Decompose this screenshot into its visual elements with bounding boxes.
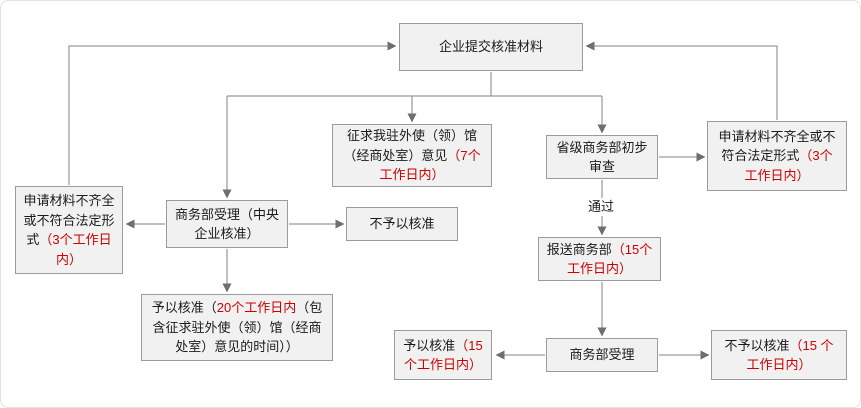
node-submit-materials: 企业提交核准材料 — [399, 23, 583, 71]
edge-left-incomplete-to-submit — [68, 41, 397, 185]
edge-right-incomplete-to-submit — [585, 41, 778, 120]
node-no-approval-central: 不予以核准 — [346, 207, 458, 241]
node-text-red: （3个工作日内） — [744, 148, 833, 183]
node-text-red: （3个工作日内） — [39, 232, 112, 267]
node-text: （包含征求驻外使（领）馆（经商处室）意见的时间）） — [152, 300, 323, 355]
node-text: 申请材料不齐全或不符合法定形式 — [23, 193, 115, 247]
node-approval-central: 予以核准（20个工作日内（包含征求驻外使（领）馆（经商处室）意见的时间）） — [141, 294, 333, 361]
node-mofcom-acceptance: 商务部受理 — [546, 338, 658, 372]
node-text: 报送商务部 — [546, 241, 612, 257]
node-text: 征求我驻外使（领）馆（经商处室）意见 — [343, 128, 477, 163]
node-consult-embassy: 征求我驻外使（领）馆（经商处室）意见（7个工作日内） — [332, 124, 492, 187]
node-text: 不予以核准 — [724, 337, 790, 353]
node-text-red: （15个工作日内） — [566, 241, 653, 277]
node-text-red: （7个工作日内） — [379, 147, 481, 183]
node-text: 不予以核准 — [369, 216, 435, 232]
edge-label-pass: 通过 — [579, 198, 623, 216]
node-left-incomplete-materials: 申请材料不齐全或不符合法定形式（3个工作日内） — [15, 186, 123, 274]
node-mofcom-central-acceptance: 商务部受理（中央企业核准） — [166, 200, 288, 248]
node-approval-local: 予以核准（15 个工作日内） — [394, 330, 492, 380]
node-submit-to-mofcom: 报送商务部（15个工作日内） — [538, 237, 661, 281]
node-no-approval-local: 不予以核准（15 个工作日内） — [711, 330, 847, 380]
node-provincial-review: 省级商务部初步审查 — [546, 135, 658, 179]
node-text: 予以核准（ — [151, 300, 217, 316]
node-right-incomplete-materials: 申请材料不齐全或不符合法定形式（3个工作日内） — [707, 121, 847, 191]
node-text-red: 20个工作日内 — [216, 300, 297, 316]
node-text: 企业提交核准材料 — [438, 39, 543, 55]
node-text: 予以核准 — [403, 337, 456, 353]
node-text: 省级商务部初步审查 — [556, 139, 648, 175]
node-text-red: （15 个工作日内） — [746, 337, 834, 373]
node-text-red: （15 个工作日内） — [403, 337, 483, 373]
node-text: 商务部受理（中央企业核准） — [174, 206, 279, 242]
node-text: 申请材料不齐全或不符合法定形式 — [718, 128, 836, 164]
node-text: 商务部受理 — [569, 347, 635, 363]
